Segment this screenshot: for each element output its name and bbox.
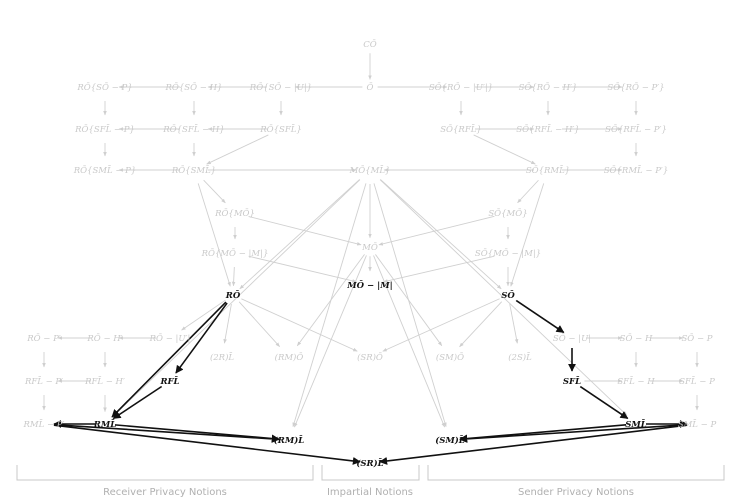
edge-RML_P-to-RM_L xyxy=(53,423,280,443)
node-s-rml: SŌ{RML̄} xyxy=(526,164,570,176)
node-s-mo: SŌ{MŌ} xyxy=(488,207,527,219)
edge-SML_P-to-SM_L xyxy=(459,423,688,443)
node-rml-p: RML̄ − P′ xyxy=(23,418,65,430)
node-sml-p: SML̄ − P xyxy=(678,418,717,430)
node-ro: RŌ xyxy=(225,289,241,301)
edge-RO-to-TwoR_L xyxy=(223,303,232,344)
node-r-sml: RŌ{SML̄} xyxy=(171,164,216,176)
node-r-so-u: RŌ{SŌ − |U|} xyxy=(249,81,312,93)
node-rm-o: (RM)Ō xyxy=(275,351,304,363)
node-sfl-h: SFL̄ − H xyxy=(617,375,655,387)
node-sr-l: (SR)L̄ xyxy=(356,457,383,469)
edge-RO-to-RFL xyxy=(175,302,228,374)
impartial-group: Impartial Notions xyxy=(321,465,420,498)
impartial-group-label: Impartial Notions xyxy=(327,487,413,498)
edge-MO_ML-to-SML xyxy=(379,179,628,416)
edge-MO-to-RM_L xyxy=(294,255,367,428)
edge-MO_ML-to-SO xyxy=(380,179,502,290)
node-so: SŌ xyxy=(501,289,515,301)
edge-SFL-to-SML xyxy=(579,385,629,420)
node-sm-l: (SM)L̄ xyxy=(435,434,465,446)
node-s-ro-h: SŌ{RŌ − H′} xyxy=(519,81,578,93)
node-o: Ō xyxy=(367,81,374,93)
node-r-mo-m: RŌ{MŌ − |M|} xyxy=(201,247,269,259)
node-so-h: SŌ − H xyxy=(620,332,653,344)
node-ro-p: RŌ − P′ xyxy=(26,332,61,344)
node-s-ro-u: SŌ{RŌ − |U′|} xyxy=(429,81,493,93)
edge-S_MO_M-to-MO_M xyxy=(383,255,495,283)
edge-SO-to-SO_U xyxy=(515,299,565,334)
node-s-rfl: SŌ{RFL̄} xyxy=(440,123,482,135)
node-r-sfl-h: RŌ{SFL̄ − H} xyxy=(162,123,225,135)
edge-R_MO-to-MO xyxy=(248,215,362,246)
edges-layer xyxy=(42,53,699,465)
edge-S_RML-to-S_MO xyxy=(517,179,539,204)
node-rml: RML̄ xyxy=(93,418,116,430)
sender-group: Sender Privacy Notions xyxy=(427,465,725,498)
edge-R_SFL-to-R_SML xyxy=(206,134,269,165)
node-s-rml-p: SŌ{RML̄ − P′} xyxy=(604,164,669,176)
edge-SO-to-SR_O xyxy=(382,298,500,352)
edge-RO-to-RML xyxy=(111,301,227,418)
node-twor-l: (2R)L̄ xyxy=(210,351,234,363)
node-sr-o: (SR)Ō xyxy=(357,351,383,363)
edge-RML-to-RM_L xyxy=(114,424,280,443)
node-mo-m: MŌ − |M| xyxy=(346,279,392,291)
edge-RFL-to-RML xyxy=(112,385,163,420)
node-so-p: SŌ − P xyxy=(681,332,712,344)
sender-bracket xyxy=(427,465,725,481)
node-r-mo: RŌ{MŌ} xyxy=(214,207,255,219)
node-r-so-h: RŌ{SŌ − H} xyxy=(165,81,223,93)
nodes-layer: CŌ Ō RŌ{SŌ − P} RŌ{SŌ − H} RŌ{SŌ − |U|} SŌ{RŌ… xyxy=(23,38,717,469)
receiver-group-label: Receiver Privacy Notions xyxy=(103,487,227,498)
node-twos-l: (2S)L̄ xyxy=(508,351,532,363)
node-rm-l: (RM)L̄ xyxy=(274,434,305,446)
node-sml: SML̄ xyxy=(625,418,647,430)
edge-MO_ML-to-RM_L xyxy=(292,183,367,428)
node-r-sfl: RŌ{SFL̄} xyxy=(259,123,302,135)
node-s-mo-m: SŌ{MŌ − |M|} xyxy=(475,247,541,259)
impartial-bracket xyxy=(321,465,420,481)
edge-MO_ML-to-SM_L xyxy=(373,183,447,428)
edge-MO-to-SM_L xyxy=(373,255,446,428)
edge-S_RFL-to-S_RML xyxy=(473,134,536,165)
node-r-so-p: RŌ{SŌ − P} xyxy=(76,81,132,93)
node-s-rfl-p: SŌ{RFL̄ − P′} xyxy=(605,123,667,135)
edge-S_RML-to-SO xyxy=(510,183,545,287)
node-s-rfl-h: SŌ{RFL̄ − H′} xyxy=(516,123,579,135)
node-sfl-p: SFL̄ − P xyxy=(679,375,715,387)
edge-R_SML-to-R_MO xyxy=(203,179,226,204)
edge-RO-to-SR_O xyxy=(241,298,358,352)
sender-group-label: Sender Privacy Notions xyxy=(518,487,634,498)
node-r-sfl-p: RŌ{SFL̄ − P} xyxy=(74,123,135,135)
edge-R_SML-to-RO xyxy=(197,183,231,287)
edge-MO_ML-to-RO xyxy=(239,179,360,290)
edge-MO_ML-to-RML xyxy=(113,179,361,416)
edge-RO-to-RO_U xyxy=(181,299,226,331)
receiver-bracket xyxy=(16,465,314,481)
node-rfl-h: RFL̄ − H′ xyxy=(84,375,125,387)
node-mo: MŌ xyxy=(361,241,378,253)
receiver-group: Receiver Privacy Notions xyxy=(16,465,314,498)
edge-SO-to-TwoS_L xyxy=(509,303,519,344)
edge-R_MO_M-to-MO_M xyxy=(248,255,357,283)
node-so-u: SŌ − |U| xyxy=(553,332,591,344)
node-ro-h: RŌ − H′ xyxy=(86,332,122,344)
node-sm-o: (SM)Ō xyxy=(436,351,464,363)
edge-RO-to-RM_O xyxy=(238,301,280,347)
edge-SML_P-to-SR_L xyxy=(379,424,688,465)
node-ro-u: RŌ − |U′| xyxy=(149,332,191,344)
node-rfl: RFL̄ xyxy=(159,375,179,387)
node-r-sml-p: RŌ{SML̄ − P} xyxy=(73,164,137,176)
node-s-ro-p: SŌ{RŌ − P′} xyxy=(607,81,664,93)
node-rfl-p: RFL̄ − P′ xyxy=(24,375,63,387)
edge-SO-to-SM_O xyxy=(459,301,503,348)
edge-R_MO_M-to-RO xyxy=(231,266,236,287)
node-sfl: SFL̄ xyxy=(563,375,581,387)
edge-RML_P-to-SR_L xyxy=(53,424,361,465)
node-co: CŌ xyxy=(363,38,377,50)
node-mo-ml: MŌ{ML̄} xyxy=(349,164,391,176)
